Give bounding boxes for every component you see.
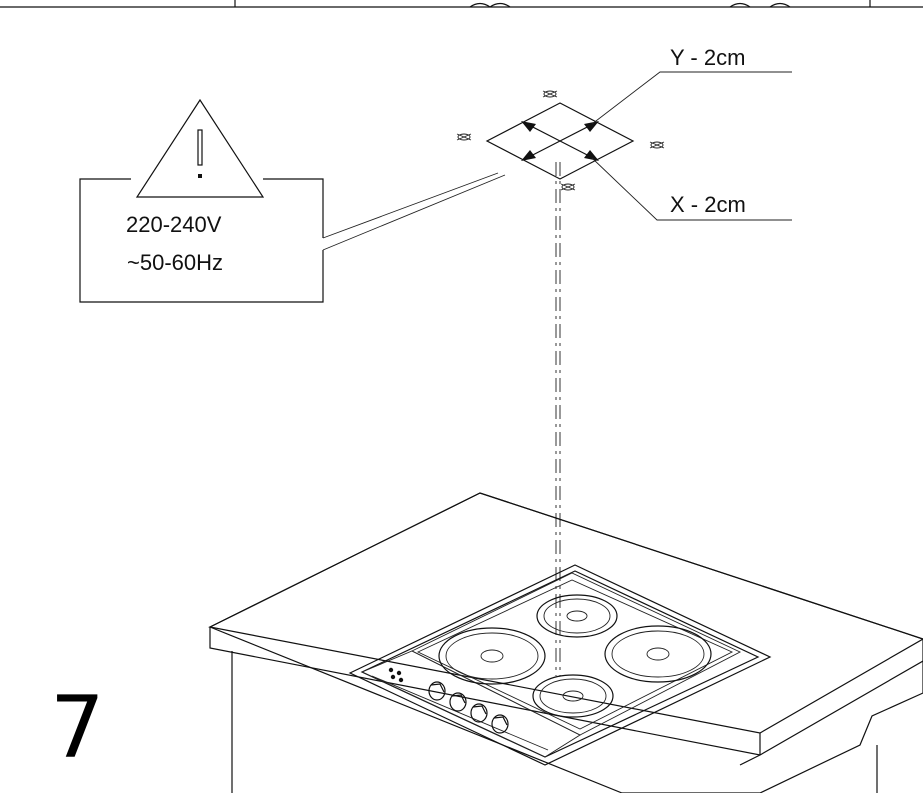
dimension-x: X - 2cm — [591, 157, 792, 221]
control-knob — [428, 681, 446, 701]
warning-callout: 220-240V ~50-60Hz — [79, 98, 506, 303]
control-knob — [449, 692, 467, 712]
y-dimension-label: Y - 2cm — [670, 45, 745, 70]
screw-marker-icon — [456, 90, 665, 191]
callout-leader — [322, 172, 499, 239]
voltage-label: 220-240V — [126, 212, 222, 237]
cooktop-hob — [348, 564, 772, 766]
burner-rear — [536, 594, 618, 638]
burner-left — [438, 627, 546, 685]
callout-box — [79, 178, 324, 303]
indicator-icon — [388, 667, 404, 683]
top-border — [0, 0, 923, 8]
frequency-label: ~50-60Hz — [127, 250, 223, 275]
figure-number: 7 — [50, 678, 105, 778]
dimension-y: Y - 2cm — [591, 45, 792, 125]
burner-front — [532, 674, 614, 718]
countertop — [208, 492, 923, 793]
burner-right — [604, 625, 712, 683]
control-knob — [470, 703, 488, 723]
x-dimension-label: X - 2cm — [670, 192, 746, 217]
connection-diamond — [456, 90, 665, 191]
control-knob — [491, 714, 509, 734]
warning-triangle-icon — [135, 98, 265, 198]
